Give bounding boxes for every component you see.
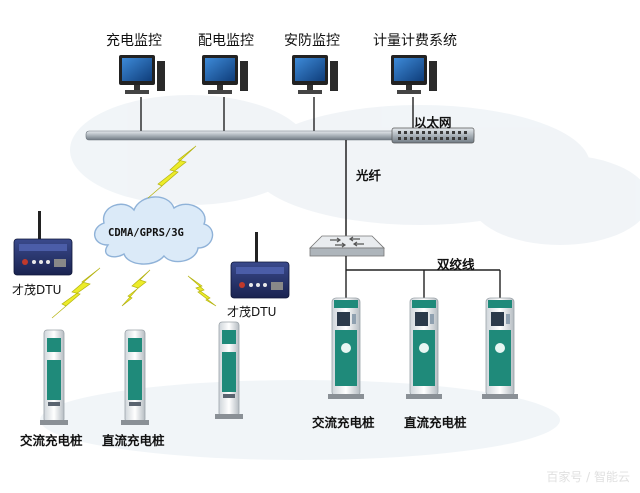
charger-label-left-ac: 交流充电桩 — [20, 433, 83, 448]
ethernet-label: 以太网 — [414, 115, 452, 130]
dtu-device-right — [230, 232, 290, 299]
charger-label-right-ac: 交流充电桩 — [312, 415, 375, 430]
charging-pile-left-extra — [215, 321, 243, 419]
charger-label-left-dc: 直流充电桩 — [102, 433, 165, 448]
dtu-label-right: 才茂DTU — [227, 305, 277, 319]
charger-label-right-dc: 直流充电桩 — [404, 415, 467, 430]
wireless-cloud-icon — [94, 196, 214, 265]
monitor-icon-billing — [391, 55, 437, 94]
charging-pile-left-dc — [121, 329, 149, 425]
watermark: 百家号 / 智能云 — [546, 470, 630, 484]
monitor-label-charging: 充电监控 — [106, 33, 162, 49]
charging-pile-right-1 — [328, 297, 364, 399]
charging-pile-left-ac — [40, 329, 68, 425]
dtu-device-left — [13, 211, 73, 276]
lightning-bolts — [51, 145, 217, 319]
ethernet-bar — [85, 127, 475, 144]
twisted-pair-lines — [345, 256, 501, 300]
monitor-label-distribution: 配电监控 — [198, 33, 254, 49]
switch-icon — [309, 235, 385, 257]
monitor-label-billing: 计量计费系统 — [373, 33, 457, 49]
monitor-icon-security — [292, 55, 338, 94]
twisted-pair-label: 双绞线 — [437, 257, 475, 272]
monitor-icon-charging — [119, 55, 165, 94]
wireless-label: CDMA/GPRS/3G — [108, 227, 184, 239]
dtu-label-left: 才茂DTU — [12, 283, 62, 297]
charging-pile-right-2 — [406, 297, 442, 399]
charging-pile-right-3 — [482, 297, 518, 399]
monitor-label-security: 安防监控 — [284, 33, 340, 49]
fiber-label: 光纤 — [356, 168, 382, 183]
monitor-icon-distribution — [202, 55, 248, 94]
